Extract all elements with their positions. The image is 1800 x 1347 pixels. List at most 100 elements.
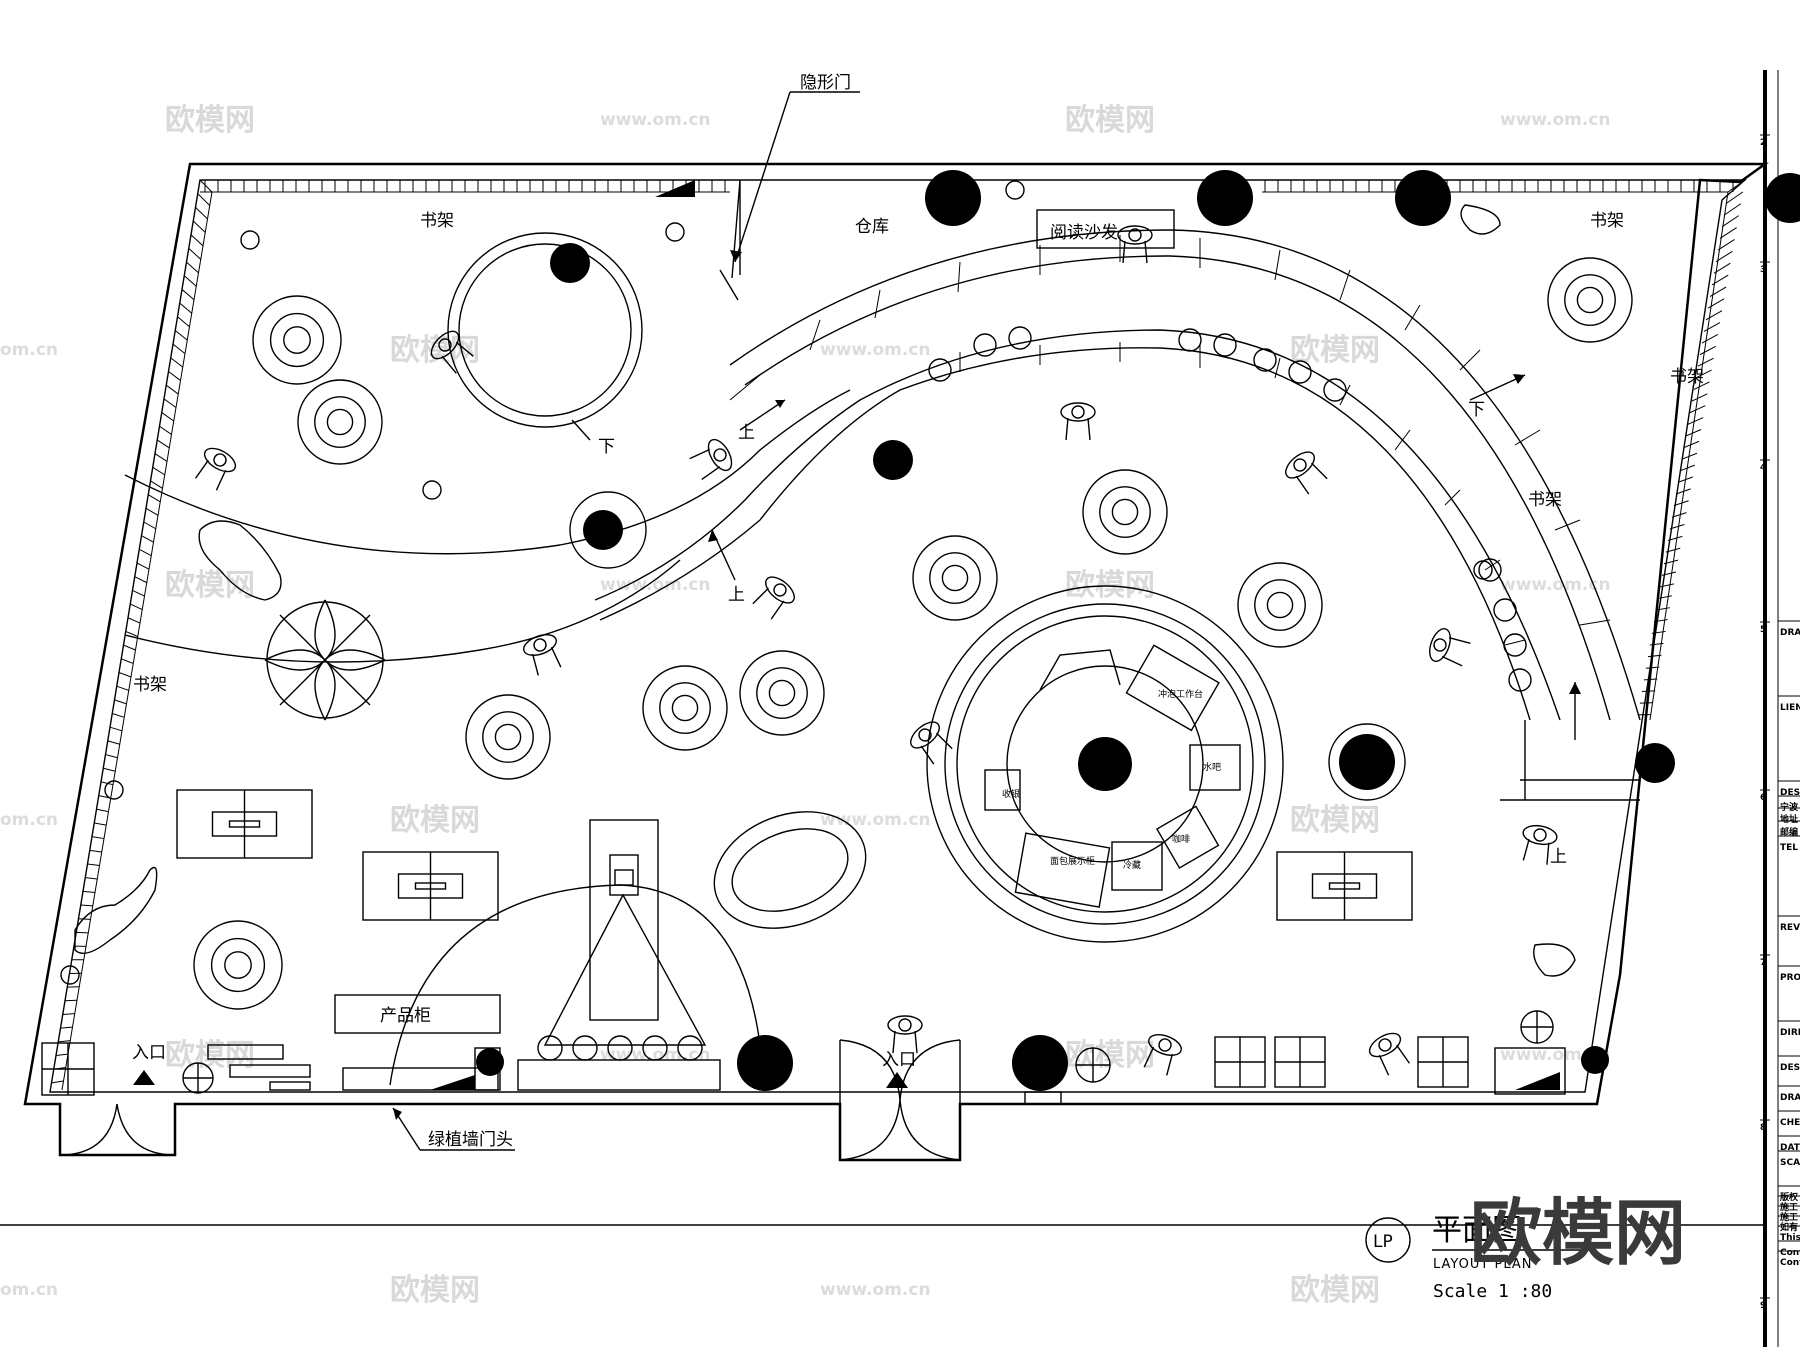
title-block-label: Cont	[1780, 1248, 1800, 1258]
stair-up-label: 上	[1550, 847, 1567, 867]
person-head	[1071, 405, 1085, 419]
person-shoulders	[887, 1015, 923, 1035]
small-stool	[104, 780, 124, 800]
shelf-tick	[143, 521, 156, 530]
title-block-label: This	[1780, 1233, 1800, 1243]
round-table-center	[326, 408, 354, 436]
plant-leaves	[183, 1063, 213, 1093]
shelf-tick	[125, 630, 138, 637]
shelf-tick	[89, 849, 102, 853]
bar-stool	[973, 333, 997, 357]
shelf-tick	[190, 234, 204, 247]
shelf-tick	[1649, 642, 1664, 646]
person-head	[713, 448, 727, 462]
shelf-tick	[107, 740, 120, 745]
bar-stool	[1323, 378, 1347, 402]
shelf-tick	[1679, 464, 1696, 472]
display-table-inner	[1311, 873, 1378, 899]
green-wall-label: 绿植墙门头	[428, 1130, 513, 1150]
round-table	[569, 491, 647, 569]
small-stool	[422, 480, 442, 500]
watermark: 欧模网	[1290, 1273, 1380, 1308]
shelf-tick	[161, 412, 175, 422]
column	[550, 243, 590, 283]
person	[430, 330, 474, 374]
person	[689, 438, 733, 480]
person-shoulders	[910, 721, 940, 749]
seat-divider	[957, 261, 961, 293]
shelf-tick	[168, 371, 181, 381]
shelf-tick	[85, 877, 98, 880]
reading-sofa: 阅读沙发	[1036, 209, 1175, 249]
shelf-tick	[147, 494, 161, 503]
shelf-tick	[112, 713, 125, 718]
bookshelf-label: 书架	[1590, 211, 1624, 231]
bookshelf-label: 书架	[1670, 367, 1704, 387]
stair-up-label: 上	[738, 423, 755, 443]
watermark: 欧模网	[390, 1273, 480, 1308]
person-head	[438, 338, 452, 352]
person-shoulders	[1060, 402, 1096, 422]
person-legs	[1522, 838, 1550, 865]
bench	[269, 1081, 311, 1091]
bar-stool	[1508, 668, 1532, 692]
invisible-door-callout: 隐形门	[719, 73, 860, 301]
shelf-tick	[1687, 417, 1704, 425]
curved-stair-seating	[124, 229, 1641, 801]
person-legs	[1122, 240, 1148, 264]
shelf-tick	[188, 248, 202, 260]
kiosk-label: 冷藏	[1123, 859, 1141, 871]
shelf-tick	[1725, 191, 1744, 205]
title-block-label: LIEN	[1780, 703, 1800, 713]
drawing-title: 平面图	[1432, 1213, 1522, 1248]
bar-stools	[928, 326, 1532, 692]
shelf-tick	[1667, 535, 1683, 541]
person-shoulders	[707, 438, 733, 472]
column	[1197, 170, 1253, 226]
shelf-tick	[139, 548, 152, 557]
round-table-center	[1576, 286, 1604, 314]
structural-columns	[476, 170, 1800, 1091]
row-number: 4	[1760, 463, 1766, 473]
shelf-tick	[134, 576, 147, 584]
round-table-ring	[269, 312, 325, 368]
bookshelf-label: 书架	[1528, 490, 1562, 510]
title-block-label: DRA	[1780, 1093, 1800, 1103]
person	[1285, 451, 1328, 495]
seating-band-dividers	[729, 235, 1611, 646]
shelf-tick	[1697, 357, 1714, 367]
shelf-tick	[1645, 666, 1660, 669]
person-head	[1158, 1038, 1172, 1052]
person-legs	[1378, 1044, 1410, 1076]
column	[1339, 734, 1395, 790]
bench	[229, 1064, 311, 1078]
title-block-label: 邮编	[1780, 826, 1798, 838]
person-shoulders	[1117, 225, 1153, 245]
shelf-tick	[197, 193, 211, 206]
shelf-tick	[116, 685, 129, 691]
watermark-layer: 欧模网 www.om.cn 欧模网 www.om.cn om.cn 欧模网 ww…	[0, 103, 1611, 1308]
invisible-door-label: 隐形门	[800, 73, 851, 93]
storage-label: 仓库	[855, 217, 889, 237]
round-table-ring	[314, 396, 366, 448]
stage-stool	[642, 1035, 668, 1061]
storage-room: 仓库	[655, 180, 889, 275]
entrance-label: 入口	[882, 1050, 916, 1070]
shelf-tick	[1705, 310, 1723, 321]
shelf-tick	[55, 1053, 69, 1057]
display-table-inner	[211, 811, 278, 837]
row-number: 2	[1760, 138, 1766, 148]
green-wall-callout: 绿植墙门头	[392, 1107, 515, 1151]
shelf-tick	[1727, 179, 1746, 193]
watermark: 欧模网	[1290, 803, 1380, 838]
shelf-tick	[195, 207, 208, 220]
reading-sofa-label: 阅读沙发	[1050, 223, 1118, 243]
person-head	[898, 1018, 912, 1032]
column	[1581, 1046, 1609, 1074]
shelf-tick	[94, 822, 107, 826]
shelf-tick	[1677, 476, 1693, 483]
round-table	[1237, 562, 1323, 648]
title-block-label: 如有	[1780, 1221, 1798, 1233]
building-outline	[23, 162, 1769, 1162]
shelf-tick	[1671, 512, 1687, 518]
